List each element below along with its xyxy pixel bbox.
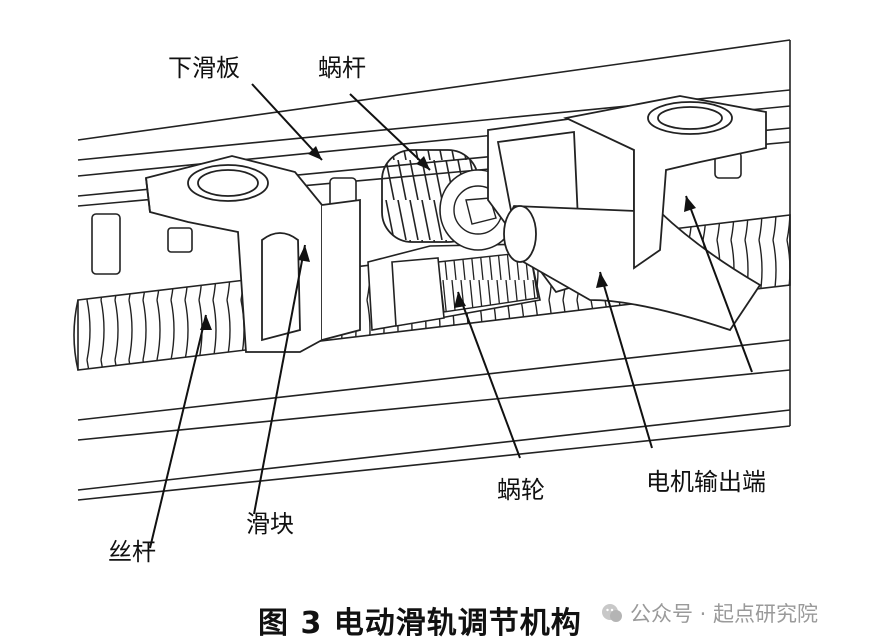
figure-caption: 图 3 电动滑轨调节机构 (258, 606, 582, 641)
mechanism-drawing (73, 39, 791, 549)
leader-arrowheads (200, 146, 696, 330)
label-worm: 蜗杆 (318, 54, 366, 82)
slider-bracket-right (563, 95, 767, 270)
watermark: 公众号 · 起点研究院 (600, 598, 818, 628)
slider-bracket (145, 155, 361, 353)
label-motor-output: 电机输出端 (646, 468, 766, 496)
leader-lines (149, 83, 753, 549)
label-worm-gear: 蜗轮 (497, 476, 545, 504)
watermark-text: 公众号 · 起点研究院 (630, 602, 819, 626)
wechat-icon (602, 604, 622, 622)
label-lead-screw: 丝杆 (108, 538, 156, 566)
label-lower-slide-plate: 下滑板 (168, 54, 240, 82)
rail-slots (91, 151, 742, 275)
worm-gear (367, 243, 541, 331)
label-slider: 滑块 (246, 510, 294, 538)
